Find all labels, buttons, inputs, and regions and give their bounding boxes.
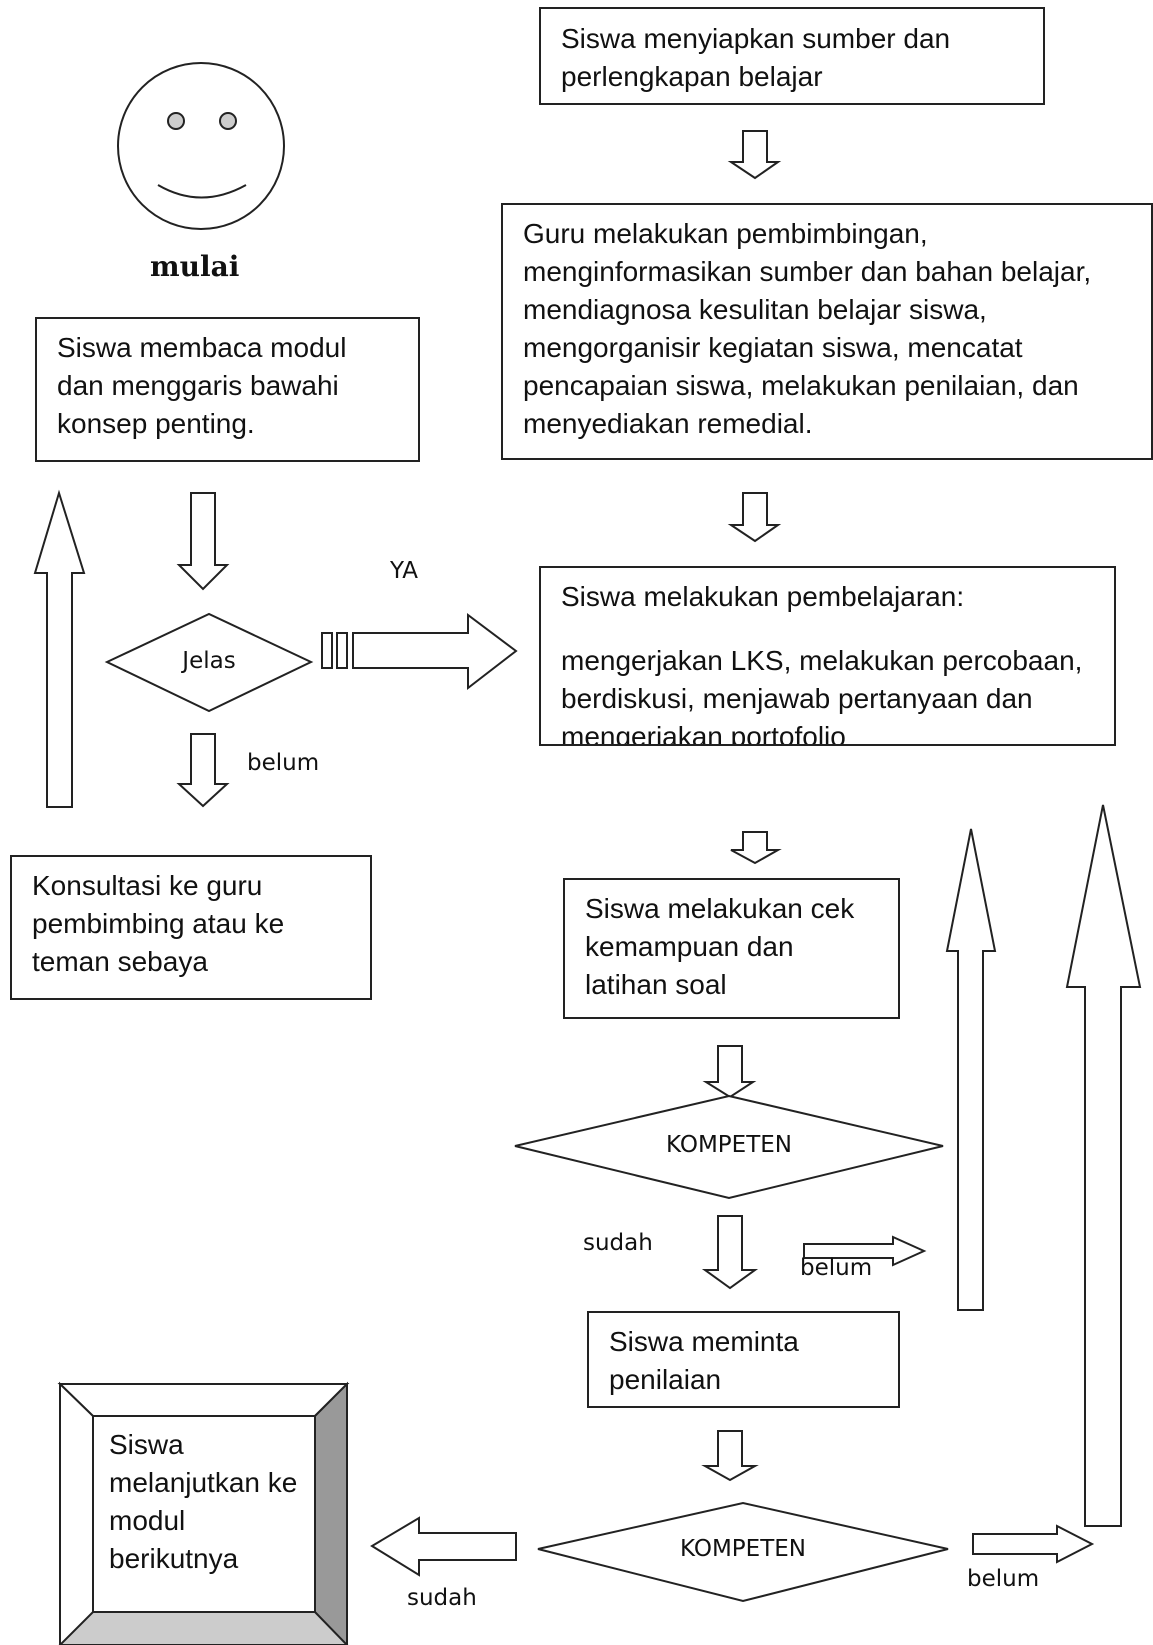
box-consult: Konsultasi ke guru pembimbing atau ke te…	[10, 855, 372, 1000]
label-not-yet-2: belum	[800, 1255, 873, 1281]
arrow-down-clear-to-consult	[176, 733, 230, 808]
label-yes: YA	[390, 558, 418, 584]
box-prepare: Siswa menyiapkan sumber dan perlengkapan…	[539, 7, 1045, 105]
decision-competent-2-label: KOMPETEN	[680, 1536, 806, 1562]
end-bevel-frame	[57, 1381, 350, 1645]
arrow-down-prepare-to-teacher	[727, 130, 782, 180]
label-done-1: sudah	[583, 1230, 653, 1256]
box-learning-body: mengerjakan LKS, melakukan percobaan, be…	[561, 645, 1083, 746]
box-request-assessment-text: Siswa meminta penilaian	[609, 1326, 799, 1395]
decision-competent-1-label: KOMPETEN	[666, 1132, 792, 1158]
start-label: mulai	[150, 250, 240, 283]
arrow-down-check-to-competent	[702, 1045, 757, 1099]
box-next-module: Siswa melanjutkan ke modul berikutnya	[93, 1416, 315, 1612]
box-teacher-text: Guru melakukan pembimbingan, menginforma…	[523, 218, 1092, 439]
box-learning: Siswa melakukan pembelajaran: mengerjaka…	[539, 566, 1116, 746]
arrow-right-not-yet-3	[972, 1524, 1095, 1564]
decision-clear-shape	[104, 612, 314, 713]
decision-clear-label: Jelas	[182, 648, 236, 674]
box-next-module-text: Siswa melanjutkan ke modul berikutnya	[109, 1429, 298, 1574]
box-self-check: Siswa melakukan cek kemampuan dan latiha…	[563, 878, 900, 1019]
box-self-check-text: Siswa melakukan cek kemampuan dan latiha…	[585, 893, 855, 1000]
arrow-up-consult-to-read	[33, 489, 86, 808]
box-prepare-text: Siswa menyiapkan sumber dan perlengkapan…	[561, 23, 951, 92]
arrow-up-not-competent-1	[945, 828, 997, 1311]
decision-competent-1-shape	[514, 1094, 944, 1200]
box-consult-text: Konsultasi ke guru pembimbing atau ke te…	[32, 870, 285, 977]
label-done-2: sudah	[407, 1585, 477, 1611]
label-not-yet-1: belum	[247, 750, 320, 776]
smiley-start-icon	[117, 62, 285, 230]
arrow-right-ya	[352, 613, 518, 691]
arrow-down-competent-to-request	[701, 1215, 759, 1290]
arrow-ya-bar-1	[321, 632, 333, 669]
arrow-down-read-to-clear	[176, 492, 230, 591]
arrow-left-done-2	[370, 1516, 517, 1577]
label-not-yet-3: belum	[967, 1566, 1040, 1592]
arrow-ya-bar-2	[336, 632, 348, 669]
arrow-down-learning-to-check	[730, 831, 782, 865]
arrow-down-teacher-to-learning	[727, 492, 782, 543]
box-learning-title: Siswa melakukan pembelajaran:	[561, 581, 965, 612]
box-read-module-text: Siswa membaca modul dan menggaris bawahi…	[57, 332, 347, 439]
arrow-right-not-yet-2	[803, 1235, 927, 1267]
arrow-down-request-to-competent	[701, 1430, 759, 1482]
decision-competent-2-shape	[537, 1501, 949, 1603]
box-request-assessment: Siswa meminta penilaian	[587, 1311, 900, 1408]
box-teacher: Guru melakukan pembimbingan, menginforma…	[501, 203, 1153, 460]
arrow-up-not-competent-2	[1065, 804, 1142, 1527]
box-read-module: Siswa membaca modul dan menggaris bawahi…	[35, 317, 420, 462]
